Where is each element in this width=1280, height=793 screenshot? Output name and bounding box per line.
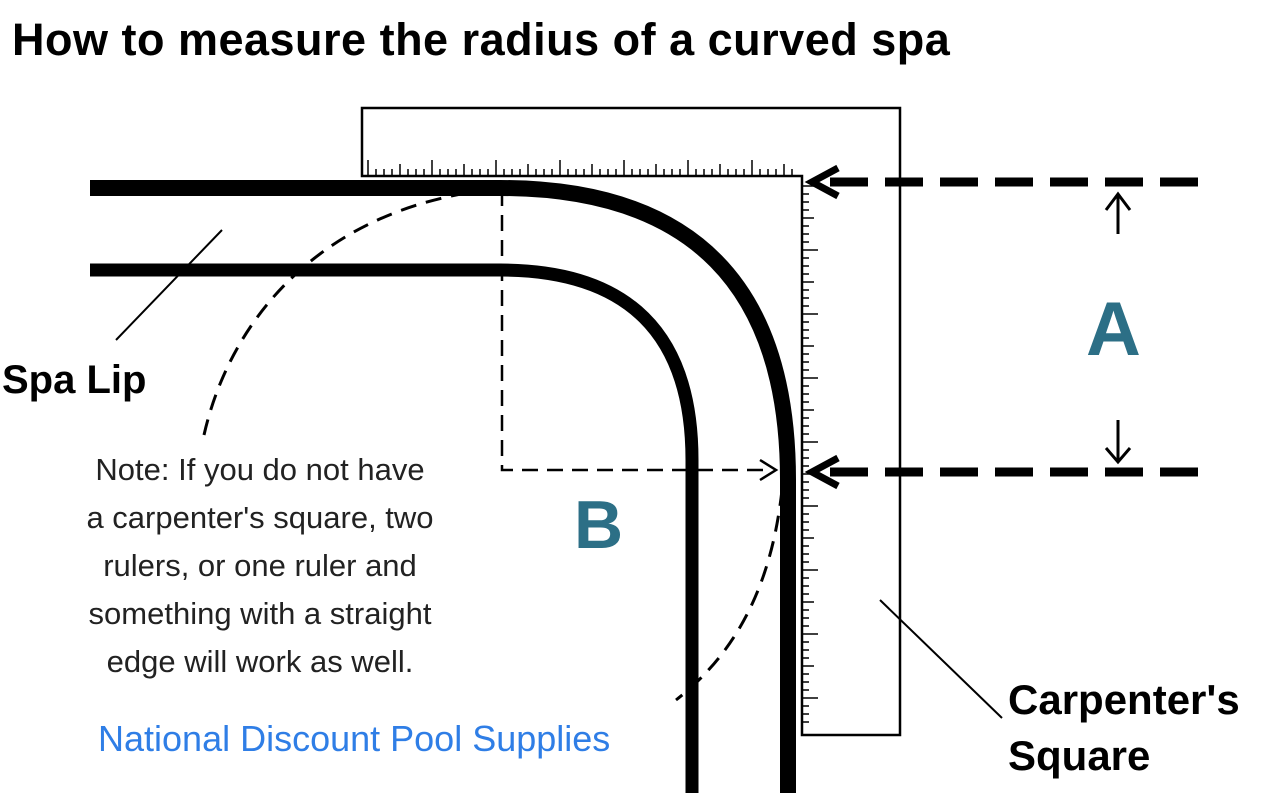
radius-dashed-arc (202, 188, 784, 702)
carpenters-square-label: Carpenter's Square (1008, 672, 1240, 784)
ruler-ticks-horizontal (367, 160, 793, 176)
note-line: something with a straight (88, 596, 432, 631)
a-up-arrow (1104, 191, 1132, 234)
spa-lip-leader-line (115, 229, 223, 341)
a-bottom-arrowhead (804, 454, 840, 490)
note-line: edge will work as well. (106, 644, 414, 679)
b-dashed-guide (500, 190, 770, 472)
spa-lip-inner-edge (90, 263, 699, 793)
spa-lip-label: Spa Lip (2, 358, 147, 402)
note-line: Note: If you do not have (95, 452, 425, 487)
carpenters-square-label-line2: Square (1008, 732, 1151, 779)
note-line: a carpenter's square, two (86, 500, 434, 535)
carpenters-square-leader-line (879, 599, 1003, 719)
note-text: Note: If you do not have a carpenter's s… (30, 446, 490, 686)
brand-name: National Discount Pool Supplies (98, 718, 611, 759)
note-line: rulers, or one ruler and (103, 548, 417, 583)
b-arrowhead (759, 458, 779, 482)
ruler-ticks-vertical (802, 185, 818, 723)
a-top-arrowhead (804, 164, 840, 200)
page-title: How to measure the radius of a curved sp… (12, 14, 951, 65)
measurement-a-label: A (1086, 287, 1141, 372)
carpenters-square-label-line1: Carpenter's (1008, 676, 1240, 723)
a-down-arrow (1104, 420, 1132, 465)
spa-lip-outer-edge (90, 180, 796, 793)
measurement-b-label: B (574, 487, 624, 563)
